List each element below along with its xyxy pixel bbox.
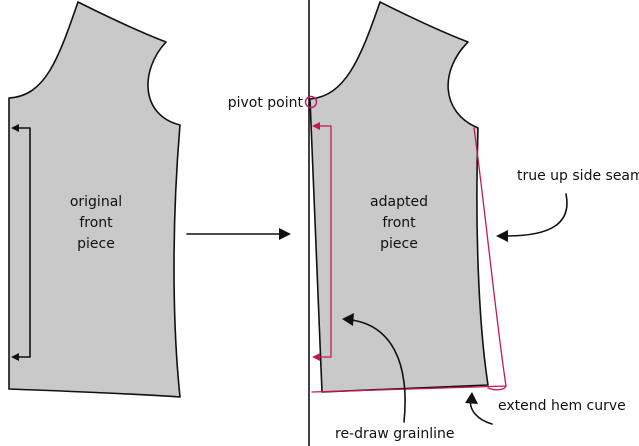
adapted-front-piece [309, 1, 489, 393]
side-seams-callout-arrow [496, 193, 568, 242]
adapted-label-line-2: front [382, 215, 416, 231]
original-label-line-2: front [79, 215, 113, 231]
adapted-label-line-3: piece [380, 236, 418, 252]
trued-side-seam [473, 127, 507, 391]
extended-hem-curve [311, 385, 507, 393]
pivot-point-label: pivot point [228, 95, 304, 111]
side-seams-label: true up side seams [517, 168, 639, 184]
grainline-callout-arrow [342, 313, 406, 423]
original-label-line-1: original [70, 194, 122, 210]
redrawn-grainline [312, 122, 332, 361]
transform-arrow [186, 228, 291, 240]
hem-label: extend hem curve [498, 398, 626, 414]
grainline-label: re-draw grainline [335, 426, 455, 442]
original-grainline [11, 124, 31, 361]
original-front-piece [8, 1, 181, 398]
original-label-line-3: piece [77, 236, 115, 252]
pivot-circle [304, 95, 318, 109]
hem-callout-arrow [465, 392, 493, 425]
adapted-label-line-1: adapted [370, 194, 428, 210]
